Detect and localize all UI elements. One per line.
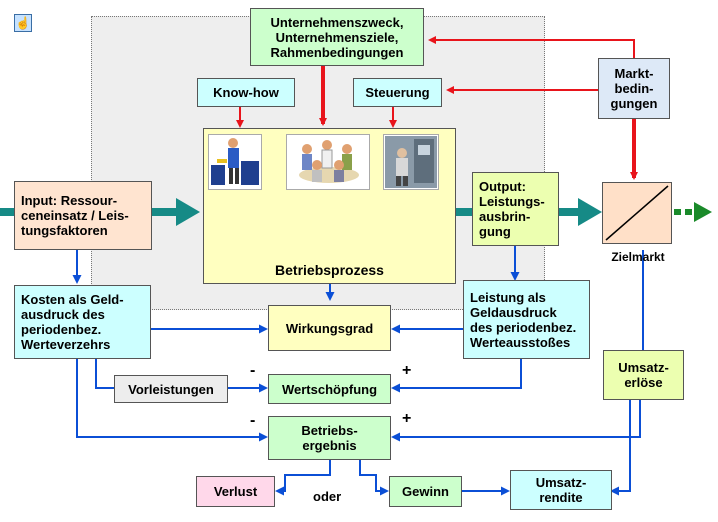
costs-to-inputs-line xyxy=(95,359,114,389)
result-to-loss-arrow xyxy=(275,460,331,496)
inputs-purchased-box: Vorleistungen xyxy=(114,375,228,403)
red-arrows xyxy=(236,36,638,180)
input-box: Input: Ressour- ceneinsatz / Leis- tungs… xyxy=(14,181,152,250)
value-added-box: Wertschöpfung xyxy=(268,374,391,404)
market-to-purpose-arrow xyxy=(428,36,635,58)
costs-box: Kosten als Geld- ausdruck des periodenbe… xyxy=(14,285,151,359)
market-conditions-box: Markt- bedin- gungen xyxy=(598,58,670,119)
target-market-box xyxy=(602,182,672,244)
flow-arrowhead-1 xyxy=(176,198,200,226)
performance-box: Leistung als Geldausdruck des periodenbe… xyxy=(463,280,590,359)
target-market-label: Zielmarkt xyxy=(611,250,665,264)
sales-revenue-box: Umsatz- erlöse xyxy=(603,350,684,400)
performance-to-valueadded-arrow xyxy=(391,359,522,393)
minus-sign: - xyxy=(250,412,256,429)
plus-sign: + xyxy=(402,410,412,427)
or-label: oder xyxy=(313,489,342,504)
efficiency-box: Wirkungsgrad xyxy=(268,305,391,351)
loss-box: Verlust xyxy=(196,476,275,507)
market-arrowhead xyxy=(694,202,712,222)
market-outflow xyxy=(674,202,712,222)
hand-cursor-icon[interactable]: ☝ xyxy=(14,14,32,32)
plus-sign: + xyxy=(402,362,412,379)
team-meeting-icon xyxy=(286,134,370,190)
output-box: Output: Leistungs- ausbrin- gung xyxy=(472,172,559,246)
result-to-profit-arrow xyxy=(359,460,389,496)
control-box: Steuerung xyxy=(353,78,442,107)
main-flow xyxy=(0,198,602,226)
costs-to-result-arrow xyxy=(76,359,268,442)
machine-operator-icon xyxy=(383,134,439,190)
return-on-sales-box: Umsatz- rendite xyxy=(510,470,612,510)
purpose-box: Unternehmenszweck, Unternehmensziele, Ra… xyxy=(250,8,424,66)
revenue-to-result-arrow xyxy=(391,400,641,442)
flow-stub xyxy=(0,208,14,216)
operating-result-box: Betriebs- ergebnis xyxy=(268,416,391,460)
minus-sign: - xyxy=(250,362,256,379)
profit-box: Gewinn xyxy=(389,476,462,507)
diagonal-line-icon xyxy=(605,185,669,241)
revenue-to-return-arrow xyxy=(610,400,631,496)
knowhow-box: Know-how xyxy=(197,78,295,107)
blue-arrows xyxy=(72,246,644,496)
flow-arrowhead-2 xyxy=(578,198,602,226)
worker-machine-icon xyxy=(208,134,262,190)
process-label: Betriebsprozess xyxy=(275,262,384,278)
